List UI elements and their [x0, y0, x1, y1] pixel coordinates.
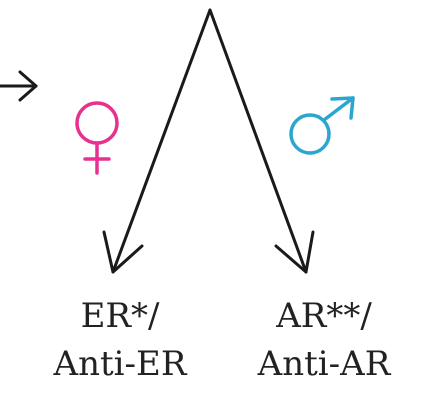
ar-label-line2: Anti-AR — [257, 344, 391, 384]
right-branch-arrow — [208, 8, 308, 274]
ar-label: AR**/ Anti-AR — [234, 292, 414, 388]
er-label-line1: ER*/ — [80, 296, 160, 336]
incoming-arrow-icon — [0, 70, 38, 102]
male-symbol-icon — [289, 96, 355, 155]
left-branch-arrow — [111, 8, 212, 274]
female-symbol-icon — [75, 101, 119, 175]
branch-arrows — [102, 8, 315, 274]
er-label: ER*/ Anti-ER — [30, 292, 210, 388]
ar-label-line1: AR**/ — [276, 296, 372, 336]
er-label-line2: Anti-ER — [53, 344, 187, 384]
left-arrowhead-icon — [102, 230, 144, 274]
right-arrowhead-icon — [274, 230, 315, 274]
